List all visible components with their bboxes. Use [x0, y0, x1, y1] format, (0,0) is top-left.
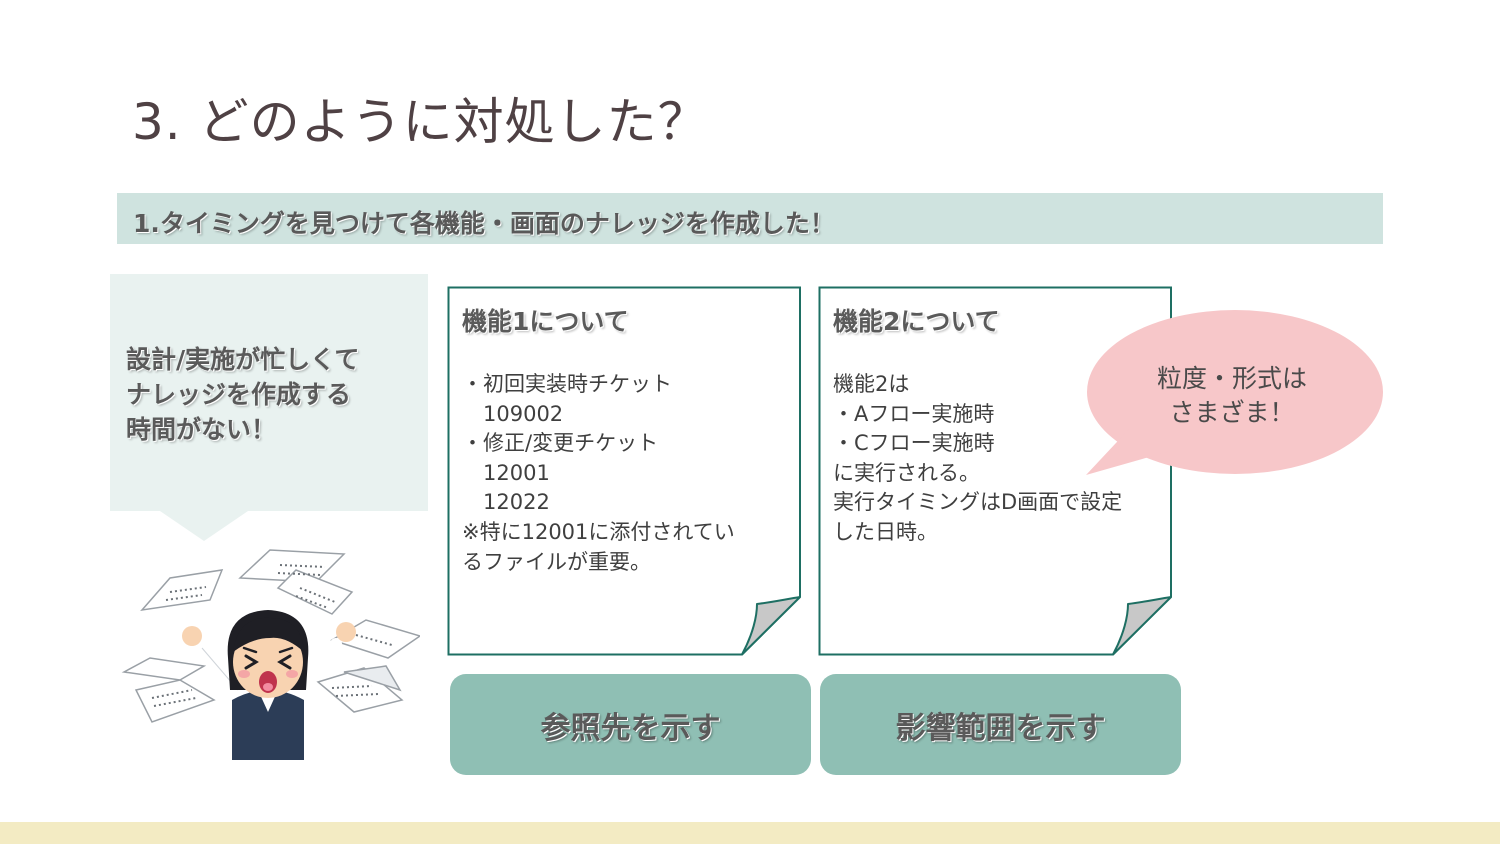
note-line: ・Aフロー実施時 [833, 401, 995, 426]
note-line: ※特に12001に添付されてい [462, 519, 735, 544]
problem-callout: 設計/実施が忙しくて ナレッジを作成する 時間がない！ [110, 274, 428, 511]
subtitle-banner: 1.タイミングを見つけて各機能・画面のナレッジを作成した！ [117, 193, 1383, 244]
overwhelmed-worker-illustration [121, 549, 420, 760]
problem-line: 設計/実施が忙しくて [126, 345, 360, 374]
note-line: ・Cフロー実施時 [833, 431, 995, 456]
note-card-feature-1: 機能1について ・初回実装時チケット 109002 ・修正/変更チケット 120… [447, 286, 803, 656]
note-heading: 機能2について [833, 307, 1000, 336]
show-reference-button[interactable]: 参照先を示す [450, 674, 811, 775]
slide-title: 3. どのように対処した？ [132, 93, 709, 151]
footer-bar [0, 822, 1500, 844]
show-impact-button[interactable]: 影響範囲を示す [820, 674, 1181, 775]
note-line: 12001 [462, 460, 550, 485]
note-line: 実行タイミングはD画面で設定 [833, 490, 1123, 515]
paper-text-lines-icon [151, 564, 393, 707]
note-frame [818, 286, 1172, 656]
subtitle-text: 1.タイミングを見つけて各機能・画面のナレッジを作成した！ [133, 209, 835, 238]
problem-callout-tail [160, 511, 248, 541]
note-line: ・修正/変更チケット [462, 431, 659, 456]
note-line: 機能2は [833, 372, 910, 396]
problem-line: ナレッジを作成する [126, 380, 352, 409]
note-line: 12022 [462, 490, 550, 515]
note-line: ・初回実装時チケット [462, 372, 672, 396]
note-line: 109002 [462, 401, 564, 426]
speech-bubble-text: 粒度・形式は さまざま！ [1106, 362, 1358, 430]
problem-line: 時間がない！ [126, 415, 277, 444]
note-line: に実行される。 [833, 460, 980, 485]
note-card-feature-2: 機能2について 機能2は ・Aフロー実施時 ・Cフロー実施時 に実行される。 実… [818, 286, 1174, 656]
note-line: るファイルが重要。 [462, 549, 651, 574]
note-frame [447, 286, 801, 656]
problem-text: 設計/実施が忙しくて ナレッジを作成する 時間がない！ [126, 342, 359, 447]
bubble-line: さまざま！ [1169, 398, 1295, 427]
note-line: した日時。 [833, 519, 938, 544]
speech-bubble [1086, 310, 1383, 475]
note-body: 機能2は ・Aフロー実施時 ・Cフロー実施時 に実行される。 実行タイミングはD… [833, 370, 1122, 548]
note-heading: 機能1について [462, 307, 629, 336]
note-body: ・初回実装時チケット 109002 ・修正/変更チケット 12001 12022… [462, 370, 735, 577]
bubble-line: 粒度・形式は [1156, 364, 1307, 393]
